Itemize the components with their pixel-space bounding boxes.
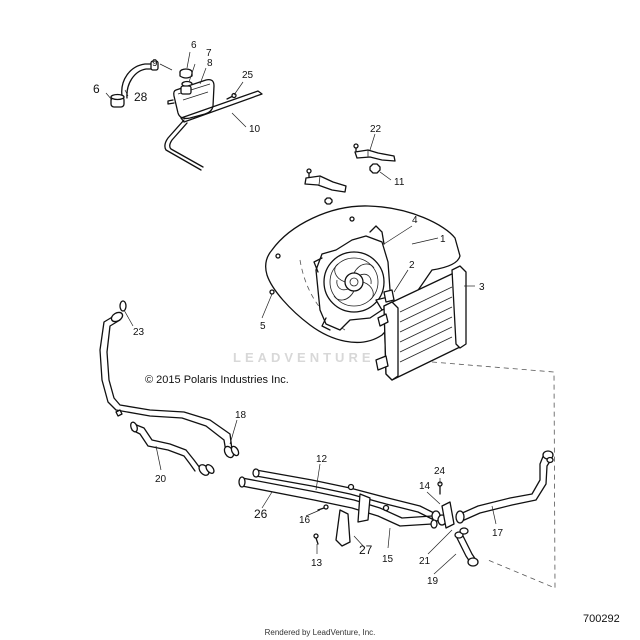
- radiator-1: [375, 265, 467, 381]
- screw-13: [313, 533, 319, 545]
- callout-label: 15: [382, 554, 394, 565]
- drawing-number: 700292: [583, 613, 620, 625]
- footer-credit: Rendered by LeadVenture, Inc.: [264, 628, 376, 637]
- callout-label: 6: [93, 82, 100, 96]
- clamp-21: [459, 527, 469, 535]
- reference-line-right: [431, 361, 556, 589]
- screw-16: [317, 504, 329, 511]
- bracket-11: [304, 168, 347, 193]
- callout-label: 4: [412, 215, 418, 226]
- lower-hose-20: [130, 421, 215, 476]
- callout-label: 24: [434, 466, 446, 477]
- bracket-22: [353, 143, 396, 162]
- callout-label: 23: [133, 327, 145, 338]
- callout-label: 26: [254, 507, 268, 521]
- callout-label: 25: [242, 70, 254, 81]
- leader-lines: [105, 51, 497, 575]
- callout-label: 5: [260, 321, 266, 332]
- copyright-notice: © 2015 Polaris Industries Inc.: [145, 374, 289, 386]
- callout-label: 11: [394, 177, 405, 188]
- watermark: LEADVENTURE: [233, 350, 375, 365]
- reservoir-bracket-10: [164, 90, 263, 171]
- callout-label: 13: [311, 558, 323, 569]
- callout-labels: 6 7 8 9 6 28 25 10 22 11 1 4 2 3 5 23 18…: [93, 40, 504, 587]
- callout-label: 8: [207, 58, 213, 69]
- nut-11-right: [369, 163, 381, 174]
- callout-label: 1: [440, 234, 446, 245]
- callout-label: 22: [370, 124, 382, 135]
- callout-label: 28: [134, 90, 148, 104]
- upper-right-hose-17: [455, 450, 554, 524]
- callout-label: 3: [479, 282, 485, 293]
- tube-bracket-27: [335, 483, 390, 547]
- callout-label: 27: [359, 543, 373, 557]
- upper-hose-18: [99, 311, 240, 459]
- cooling-fan-4: [313, 225, 397, 331]
- callout-label: 16: [299, 515, 311, 526]
- callout-label: 17: [492, 528, 504, 539]
- callout-label: 14: [419, 481, 431, 492]
- lower-right-hose-19: [454, 531, 479, 567]
- reservoir-cap-6-upper: [179, 68, 193, 79]
- nut-11-left: [324, 197, 333, 205]
- callout-label: 12: [316, 454, 328, 465]
- clamp-23: [119, 300, 127, 312]
- callout-label: 2: [409, 260, 415, 271]
- callout-label: 18: [235, 410, 247, 421]
- callout-label: 10: [249, 124, 261, 135]
- hose-cap-6-lower: [110, 93, 125, 108]
- screw-25: [226, 92, 237, 100]
- callout-label: 20: [155, 474, 167, 485]
- callout-label: 19: [427, 576, 439, 587]
- callout-label: 9: [152, 58, 158, 69]
- coolant-reservoir-8: [167, 78, 215, 120]
- callout-label: 6: [191, 40, 197, 51]
- callout-label: 21: [419, 556, 431, 567]
- callout-label: 7: [206, 48, 212, 59]
- bracket-14: [441, 501, 455, 529]
- fan-mount-2: [383, 289, 395, 303]
